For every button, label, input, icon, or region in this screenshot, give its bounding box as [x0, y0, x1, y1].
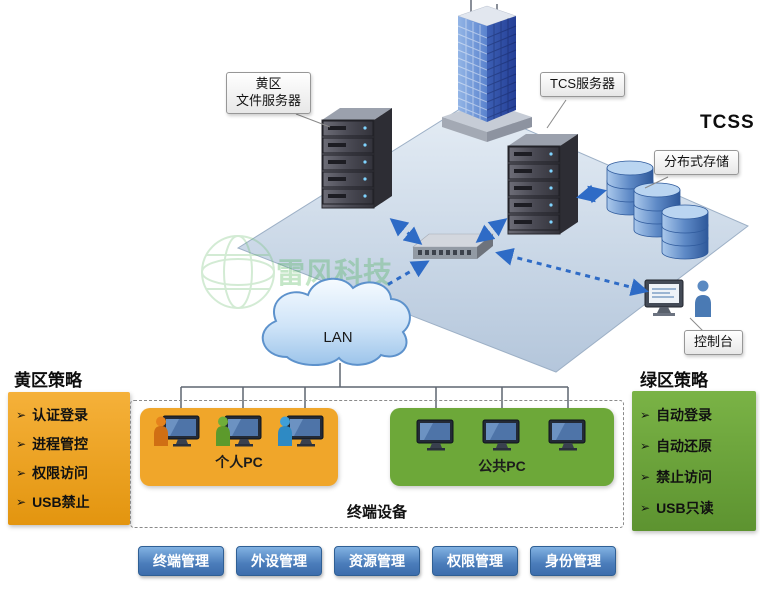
policy-item-label: 认证登录: [32, 406, 89, 423]
file-server-icon: [321, 108, 392, 209]
user-blue-icon: [277, 416, 292, 446]
arrow-bullet-icon: ➢: [16, 495, 27, 510]
console-workstation-icon: [644, 279, 711, 317]
pc-with-user: [277, 415, 326, 447]
yellow-policy-title: 黄区策略: [14, 371, 82, 390]
arrow-bullet-icon: ➢: [16, 466, 27, 481]
distributed-storage-icon: [606, 160, 709, 260]
pc-monitor-icon: [416, 419, 454, 451]
lan-cloud: LAN: [261, 277, 411, 366]
user-green-icon: [215, 416, 230, 446]
terminal-connection-lines: [180, 363, 569, 412]
arrow-bullet-icon: ➢: [640, 500, 651, 515]
policy-item-label: 自动还原: [656, 437, 713, 454]
tcs-server-icon: [507, 134, 578, 235]
peripheral-mgmt-button[interactable]: 外设管理: [236, 546, 322, 576]
lan-label: LAN: [323, 329, 352, 346]
policy-item: ➢ 进程管控: [16, 434, 124, 454]
policy-item: ➢ 认证登录: [16, 405, 124, 425]
identity-mgmt-button[interactable]: 身份管理: [530, 546, 616, 576]
arrow-bullet-icon: ➢: [16, 407, 27, 422]
policy-item: ➢ 自动登录: [640, 405, 750, 425]
callout-storage: 分布式存储: [654, 150, 740, 175]
yellow-policy-box: ➢ 认证登录 ➢ 进程管控 ➢ 权限访问 ➢ USB禁止: [8, 392, 130, 525]
callout-pointers: [295, 99, 704, 332]
callout-file-server-line1: 黄区: [255, 76, 282, 91]
policy-item: ➢ 权限访问: [16, 463, 124, 483]
terminal-devices-label: 终端设备: [346, 504, 407, 521]
pc-with-user: [153, 415, 202, 447]
policy-item: ➢ USB只读: [640, 498, 750, 518]
policy-item-label: USB禁止: [32, 494, 90, 511]
arrow-bullet-icon: ➢: [640, 469, 651, 484]
pc-monitor-icon: [548, 419, 586, 451]
pc-monitor-icon: [162, 415, 199, 447]
diagram-title: TCSS: [700, 112, 755, 133]
policy-item: ➢ USB禁止: [16, 492, 124, 512]
user-orange-icon: [153, 416, 168, 446]
arrow-bullet-icon: ➢: [640, 407, 651, 422]
policy-item-label: USB只读: [656, 499, 714, 516]
callout-tcs-server: TCS服务器: [540, 72, 626, 97]
terminal-devices-box: 终端设备: [130, 400, 624, 528]
personal-pc-label: 个人PC: [215, 454, 263, 470]
management-buttons-row: 终端管理 外设管理 资源管理 权限管理 身份管理: [138, 546, 616, 576]
public-pc-group: 公共PC: [390, 408, 614, 486]
policy-item-label: 进程管控: [32, 435, 89, 452]
policy-item: ➢ 禁止访问: [640, 467, 750, 487]
office-building-icon: [442, 0, 532, 142]
data-flow-arrows: [363, 184, 649, 299]
terminal-mgmt-button[interactable]: 终端管理: [138, 546, 224, 576]
pc-with-user: [215, 415, 264, 447]
policy-item-label: 禁止访问: [656, 468, 713, 485]
resource-mgmt-button[interactable]: 资源管理: [334, 546, 420, 576]
public-pc-label: 公共PC: [478, 458, 526, 474]
green-policy-title: 绿区策略: [640, 371, 708, 390]
pc-monitor-icon: [286, 415, 323, 447]
policy-item: ➢ 自动还原: [640, 436, 750, 456]
green-policy-box: ➢ 自动登录 ➢ 自动还原 ➢ 禁止访问 ➢ USB只读: [632, 391, 756, 531]
personal-pc-group: 个人PC: [140, 408, 338, 486]
callout-file-server: 黄区 文件服务器: [226, 72, 312, 114]
policy-item-label: 自动登录: [656, 406, 713, 423]
permission-mgmt-button[interactable]: 权限管理: [432, 546, 518, 576]
arrow-bullet-icon: ➢: [640, 438, 651, 453]
pc-monitor-icon: [482, 419, 520, 451]
arrow-bullet-icon: ➢: [16, 436, 27, 451]
policy-item-label: 权限访问: [32, 465, 89, 482]
callout-file-server-line2: 文件服务器: [236, 92, 302, 108]
callout-console: 控制台: [684, 330, 744, 355]
